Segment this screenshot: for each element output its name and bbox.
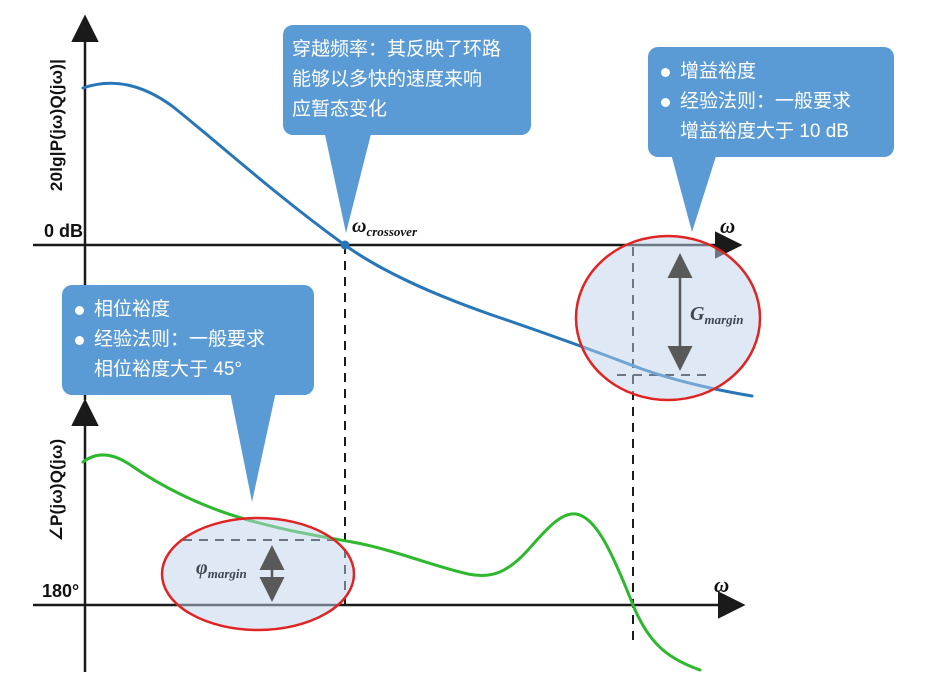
phase-y-axis-label: ∠P(jω)Q(jω) [47, 438, 66, 542]
magnitude-omega-label: ω [720, 214, 736, 238]
phase-margin-label: φmargin [196, 557, 247, 582]
phase-callout-tail [228, 382, 278, 502]
phase-callout-item1-text: 相位裕度 [94, 299, 171, 320]
phase-margin-subscript: margin [207, 566, 247, 582]
crossover-callout-line3: 应暂态变化 [292, 99, 388, 121]
crossover-callout-line2: 能够以多快的速度来响 [292, 69, 483, 91]
gain-margin-symbol: G [690, 303, 705, 325]
axis-180-label: 180° [42, 581, 80, 601]
crossover-subscript: crossover [366, 224, 418, 240]
phase-margin-ellipse [160, 516, 356, 632]
bullet-icon [661, 68, 670, 77]
phase-curve [81, 453, 702, 672]
crossover-frequency-label: ωcrossover [352, 215, 417, 240]
phase-omega-label: ω [714, 573, 730, 597]
magnitude-y-axis-label: 20lg|P(jω)Q(jω)| [47, 58, 66, 192]
bullet-icon [661, 98, 670, 108]
gain-callout-item1-text: 增益裕度 [680, 61, 757, 82]
phase-margin-symbol: φ [196, 557, 208, 579]
gain-margin-label: Gmargin [690, 303, 743, 328]
crossover-point-dot [340, 240, 350, 250]
gain-callout-item1: 增益裕度 [657, 57, 885, 87]
phase-margin-callout: 相位裕度 经验法则：一般要求 相位裕度大于 45° [62, 285, 314, 396]
crossover-callout-line1: 穿越频率：其反映了环路 [292, 39, 502, 60]
crossover-callout: 穿越频率：其反映了环路 能够以多快的速度来响 应暂态变化 [283, 25, 531, 136]
phase-callout-item1: 相位裕度 [71, 295, 305, 325]
zero-db-label: 0 dB [44, 221, 84, 241]
gain-callout-item2: 经验法则：一般要求 增益裕度大于 10 dB [657, 87, 885, 147]
bullet-icon [75, 336, 84, 346]
phase-callout-item2-line2: 相位裕度大于 45° [94, 359, 243, 381]
crossover-symbol: ω [352, 215, 367, 237]
phase-callout-item2: 经验法则：一般要求 相位裕度大于 45° [71, 325, 305, 385]
gain-margin-callout: 增益裕度 经验法则：一般要求 增益裕度大于 10 dB [648, 47, 894, 158]
gain-callout-item2-line2: 增益裕度大于 10 dB [680, 121, 849, 143]
crossover-callout-tail [324, 130, 372, 233]
gain-callout-item2-line1: 经验法则：一般要求 [680, 91, 852, 113]
gain-callout-tail [670, 150, 718, 232]
phase-callout-item2-line1: 经验法则：一般要求 [94, 329, 266, 351]
bullet-icon [75, 306, 84, 315]
gain-margin-subscript: margin [704, 312, 744, 328]
